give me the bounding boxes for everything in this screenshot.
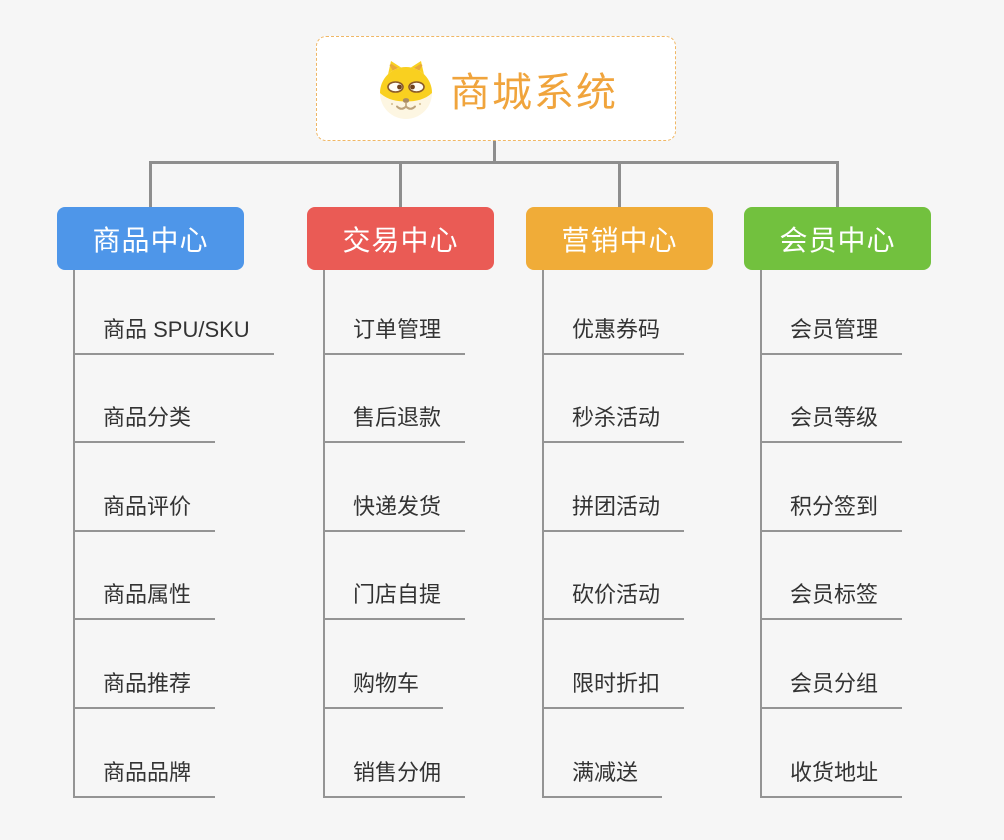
branch-node-marketing[interactable]: 营销中心 — [526, 207, 713, 270]
mindmap-item[interactable]: 商品 SPU/SKU — [73, 312, 274, 355]
mindmap-item[interactable]: 收货地址 — [760, 755, 903, 798]
branch-marketing-center: 营销中心 优惠券码 秒杀活动 拼团活动 砍价活动 限时折扣 满减送 — [526, 207, 786, 807]
mindmap-item[interactable]: 商品品牌 — [73, 755, 216, 798]
connector-drop-trade — [399, 163, 402, 208]
mindmap-item[interactable]: 满减送 — [542, 755, 663, 798]
mindmap-item[interactable]: 商品推荐 — [73, 666, 216, 709]
branch-child-line — [323, 270, 325, 798]
mindmap-item[interactable]: 门店自提 — [323, 577, 466, 621]
mindmap-item[interactable]: 销售分佣 — [323, 755, 466, 798]
branch-product-center: 商品中心 商品 SPU/SKU 商品分类 商品评价 商品属性 商品推荐 商品品牌 — [57, 207, 317, 807]
mindmap-item[interactable]: 商品分类 — [73, 400, 216, 444]
doge-icon — [380, 60, 432, 119]
branch-node-member[interactable]: 会员中心 — [744, 207, 931, 270]
mindmap-item[interactable]: 购物车 — [323, 666, 444, 709]
mindmap-item[interactable]: 积分签到 — [760, 489, 903, 532]
branch-child-line — [542, 270, 544, 798]
connector-root-stem — [493, 141, 496, 164]
connector-drop-marketing — [618, 163, 621, 208]
branch-child-line — [73, 270, 75, 798]
mindmap-item[interactable]: 秒杀活动 — [542, 400, 685, 444]
root-title: 商城系统 — [450, 70, 618, 115]
mindmap-item[interactable]: 会员分组 — [760, 666, 903, 709]
connector-drop-member — [836, 163, 839, 208]
mindmap-item[interactable]: 优惠券码 — [542, 312, 685, 355]
mindmap-item[interactable]: 拼团活动 — [542, 489, 685, 532]
branch-child-line — [760, 270, 762, 798]
connector-horizontal-bar — [149, 161, 839, 164]
root-node[interactable]: 商城系统 — [316, 36, 676, 141]
mindmap-item[interactable]: 会员标签 — [760, 577, 903, 621]
branch-node-product[interactable]: 商品中心 — [57, 207, 244, 270]
mindmap-item[interactable]: 会员等级 — [760, 400, 903, 444]
connector-drop-product — [149, 163, 152, 208]
mindmap-item[interactable]: 会员管理 — [760, 312, 903, 355]
branch-node-trade[interactable]: 交易中心 — [307, 207, 494, 270]
mindmap-item[interactable]: 快递发货 — [323, 489, 466, 532]
mindmap-item[interactable]: 订单管理 — [323, 312, 466, 355]
mindmap-item[interactable]: 商品评价 — [73, 489, 216, 532]
mindmap-item[interactable]: 限时折扣 — [542, 666, 685, 709]
mindmap-item[interactable]: 砍价活动 — [542, 577, 685, 621]
branch-member-center: 会员中心 会员管理 会员等级 积分签到 会员标签 会员分组 收货地址 — [744, 207, 1004, 807]
branch-trade-center: 交易中心 订单管理 售后退款 快递发货 门店自提 购物车 销售分佣 — [307, 207, 567, 807]
mindmap-item[interactable]: 商品属性 — [73, 577, 216, 621]
mindmap-item[interactable]: 售后退款 — [323, 400, 466, 444]
